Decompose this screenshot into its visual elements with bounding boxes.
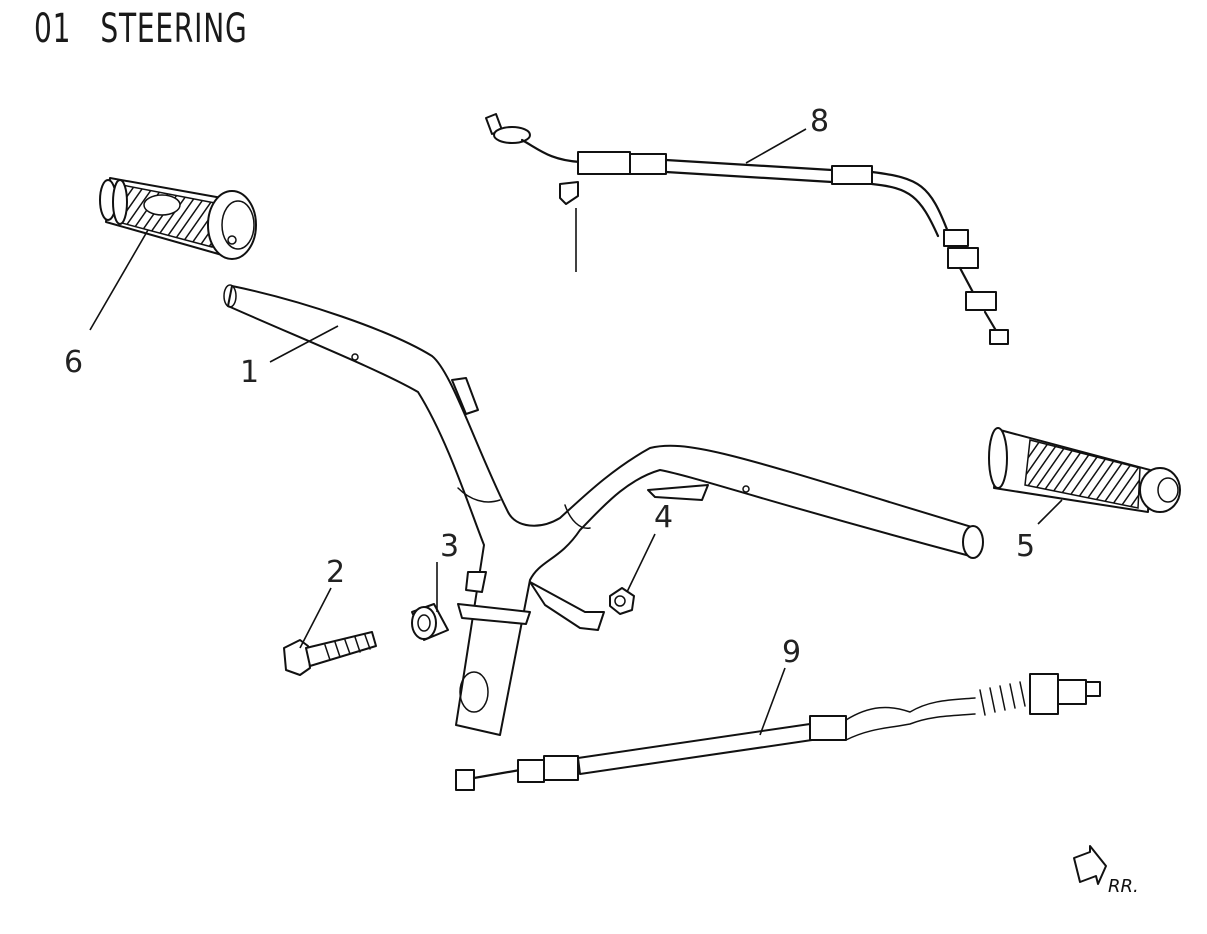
- leader-lines: [89, 128, 1063, 736]
- leader-8: [745, 128, 807, 164]
- collar: [411, 603, 449, 641]
- leader-1: [269, 325, 339, 363]
- nut: [609, 587, 635, 615]
- throttle-cable: [485, 113, 1009, 345]
- callout-2: 2: [326, 555, 345, 590]
- callout-1: 1: [240, 355, 259, 390]
- callout-6: 6: [64, 345, 83, 380]
- callout-9: 9: [782, 635, 801, 670]
- callout-5: 5: [1016, 529, 1035, 564]
- left-grip: [99, 177, 257, 260]
- title-number: 01: [34, 6, 72, 52]
- direction-label: RR.: [1108, 876, 1139, 897]
- handlebar: [223, 284, 984, 736]
- leader-4: [626, 533, 656, 593]
- direction-indicator: RR.: [1073, 845, 1139, 897]
- leader-9: [759, 667, 786, 736]
- title-name: STEERING: [100, 6, 248, 52]
- callout-4: 4: [654, 500, 673, 535]
- right-grip: [988, 427, 1181, 513]
- brake-cable: [455, 673, 1101, 791]
- bolt: [283, 631, 377, 676]
- leader-2: [299, 587, 332, 649]
- leader-6: [89, 229, 149, 331]
- callout-3: 3: [440, 529, 459, 564]
- diagram-title: 01 STEERING: [34, 6, 248, 52]
- direction-arrow-icon: [1073, 845, 1107, 885]
- leader-5: [1037, 499, 1063, 525]
- callout-8: 8: [810, 104, 829, 139]
